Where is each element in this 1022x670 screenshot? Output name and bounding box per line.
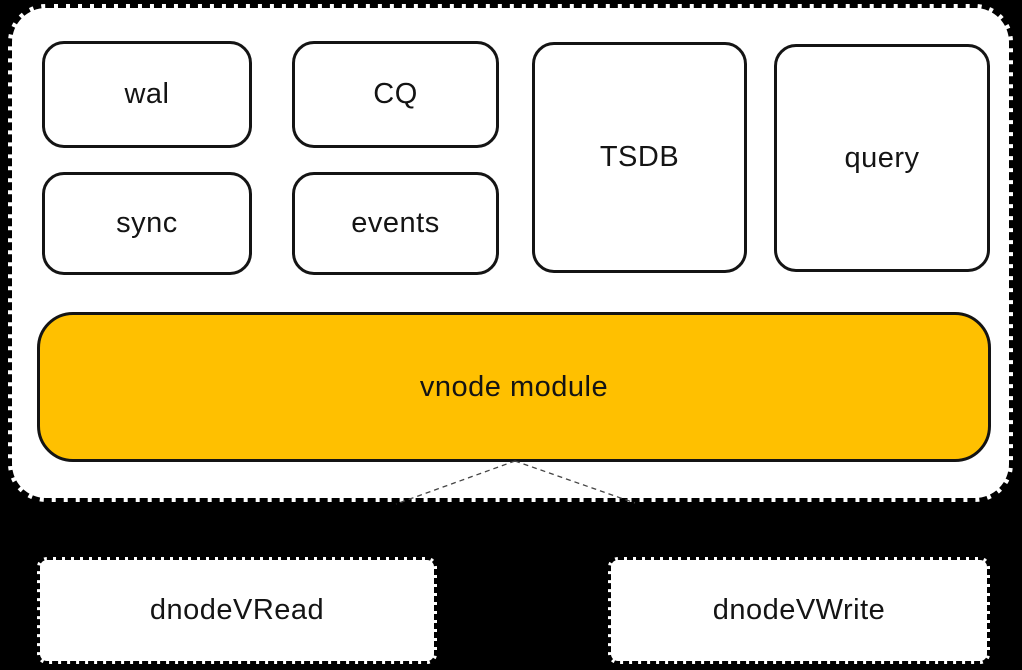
module-label-events: events <box>351 207 440 239</box>
dnode-vwrite-box: dnodeVWrite <box>608 557 990 664</box>
module-box-query: query <box>774 44 990 272</box>
module-box-cq: CQ <box>292 41 499 148</box>
module-box-events: events <box>292 172 499 275</box>
module-label-cq: CQ <box>373 78 418 110</box>
module-box-tsdb: TSDB <box>532 42 747 273</box>
dnode-vread-label: dnodeVRead <box>149 594 325 626</box>
vnode-container: wal CQ sync events TSDB query vnode modu… <box>8 4 1013 502</box>
module-box-wal: wal <box>42 41 252 148</box>
dnode-vwrite-label: dnodeVWrite <box>712 594 886 626</box>
vnode-module-label: vnode module <box>419 370 609 403</box>
module-box-sync: sync <box>42 172 252 275</box>
module-label-sync: sync <box>116 207 178 239</box>
dnode-vread-box: dnodeVRead <box>37 557 437 664</box>
module-label-query: query <box>844 141 920 174</box>
module-label-wal: wal <box>124 78 170 110</box>
module-label-tsdb: TSDB <box>599 141 680 173</box>
vnode-module-bar: vnode module <box>37 312 991 462</box>
